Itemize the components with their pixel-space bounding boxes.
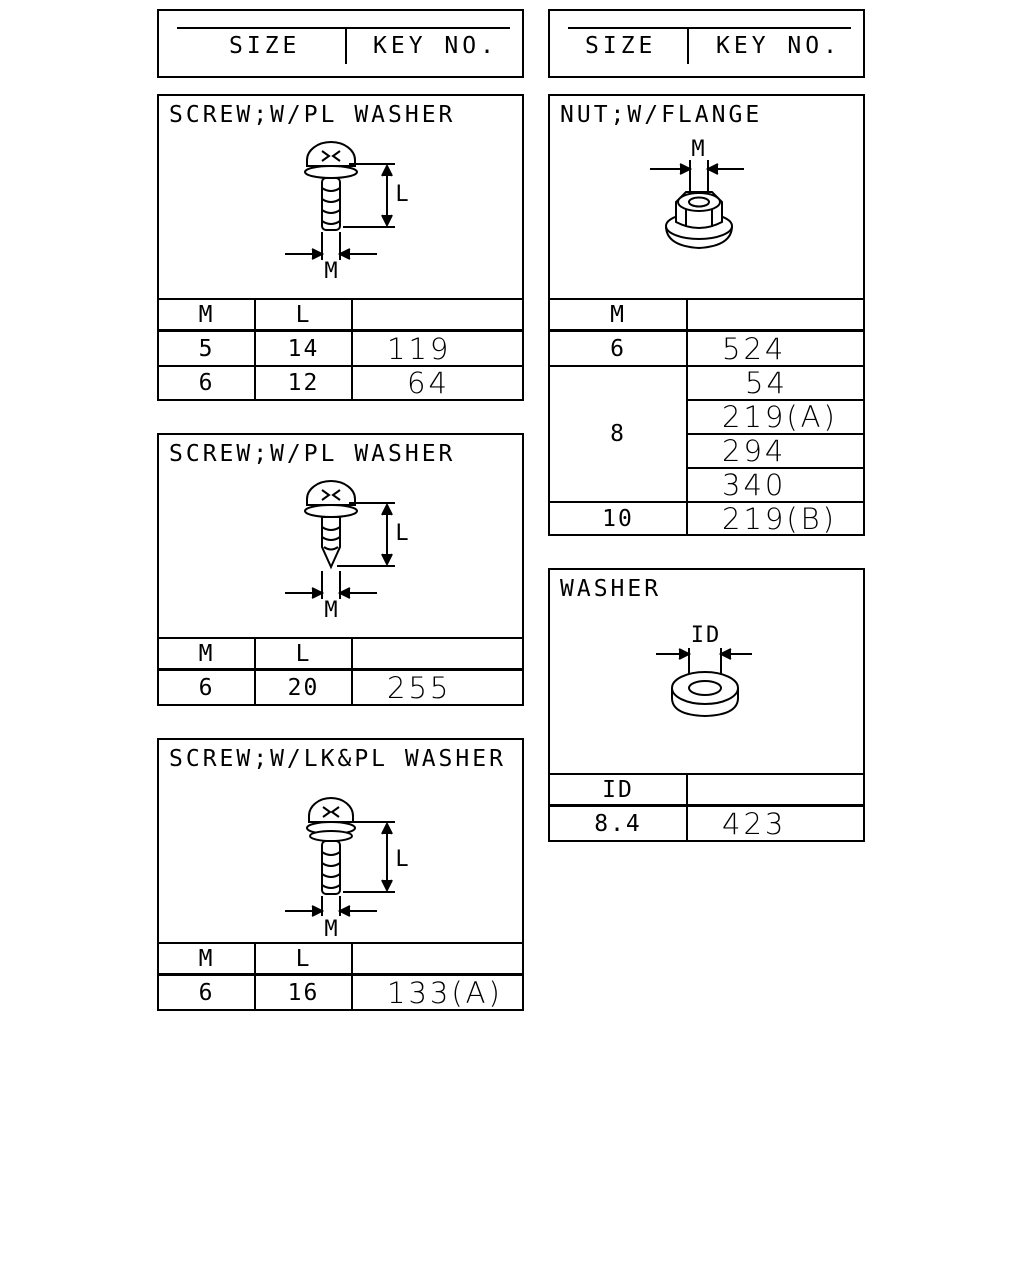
- table-cell-m: 6: [198, 979, 215, 1006]
- dim-m-label: M: [324, 916, 340, 942]
- table-rule: [159, 298, 522, 300]
- key-number: 219(B): [722, 501, 837, 536]
- table-rule: [159, 942, 522, 944]
- table-cell-l: 12: [287, 370, 320, 396]
- table-rule: [159, 973, 522, 976]
- table-cell-m: 6: [198, 674, 215, 701]
- dim-m-label: M: [324, 597, 340, 623]
- col-m-header: M: [610, 302, 626, 328]
- column-divider: [351, 298, 353, 399]
- table-rule: [550, 365, 863, 367]
- key-number: 133(A): [387, 975, 503, 1010]
- table-rule: [688, 433, 863, 435]
- table-rule: [159, 668, 522, 671]
- column-divider: [351, 942, 353, 1009]
- col-m-header: M: [198, 641, 215, 667]
- panel-title: SCREW;W/LK&PL WASHER: [169, 746, 506, 772]
- column-divider: [254, 298, 256, 399]
- key-number: 119: [387, 331, 452, 366]
- col-l-header: L: [295, 946, 312, 972]
- washer-panel: WASHER ID ID 8.4 423: [548, 568, 865, 842]
- screw-diagram: [285, 141, 395, 260]
- right-header-box: SIZE KEY NO.: [548, 9, 865, 78]
- column-divider: [686, 773, 688, 840]
- table-rule: [159, 637, 522, 639]
- col-id-header: ID: [602, 777, 634, 803]
- col-m-header: M: [198, 302, 215, 328]
- screw-diagram: [285, 797, 395, 917]
- panel-title: SCREW;W/PL WASHER: [169, 102, 456, 128]
- screw-lk-pl-washer-panel: SCREW;W/LK&PL WASHER L M M L 6 16 133(A): [157, 738, 524, 1011]
- key-number: 255: [387, 670, 452, 705]
- table-rule: [550, 773, 863, 775]
- table-rule: [159, 329, 522, 332]
- dim-m-label: M: [691, 136, 707, 162]
- panel-title: SCREW;W/PL WASHER: [169, 441, 456, 467]
- nut-diagram: [650, 160, 744, 250]
- panel-title: WASHER: [560, 576, 662, 602]
- table-cell-m: 5: [198, 335, 215, 362]
- panel-title: NUT;W/FLANGE: [560, 102, 763, 128]
- size-header: SIZE: [585, 33, 657, 59]
- table-rule: [550, 298, 863, 300]
- size-header: SIZE: [229, 33, 301, 59]
- header-rule: [177, 27, 510, 29]
- table-rule: [550, 804, 863, 807]
- table-rule: [550, 329, 863, 332]
- table-cell-l: 14: [287, 335, 320, 362]
- left-header-box: SIZE KEY NO.: [157, 9, 524, 78]
- key-number: 64: [407, 366, 450, 400]
- col-l-header: L: [295, 302, 312, 328]
- table-rule: [688, 399, 863, 401]
- screw-pl-washer-panel-2: SCREW;W/PL WASHER L M M L 6 20 255: [157, 433, 524, 706]
- table-rule: [688, 467, 863, 469]
- column-divider: [686, 298, 688, 534]
- table-cell-l: 16: [287, 979, 320, 1006]
- header-divider: [345, 27, 347, 64]
- dim-l-label: L: [395, 520, 411, 546]
- screw-diagram: [285, 480, 395, 599]
- key-no-header: KEY NO.: [716, 33, 841, 59]
- table-cell-m: 6: [610, 335, 626, 362]
- table-cell-m: 8: [610, 421, 626, 447]
- table-cell-m: 10: [602, 505, 634, 532]
- key-no-header: KEY NO.: [373, 33, 498, 59]
- dim-id-label: ID: [690, 622, 722, 648]
- dim-l-label: L: [395, 846, 411, 872]
- key-number: 219(A): [722, 400, 838, 434]
- header-rule: [568, 27, 851, 29]
- table-rule: [550, 501, 863, 503]
- screw-pl-washer-panel-1: SCREW;W/PL WASHER L M M L 5 14 119 6 12 …: [157, 94, 524, 401]
- col-m-header: M: [198, 946, 215, 972]
- key-number: 340: [722, 468, 787, 502]
- table-cell-l: 20: [287, 674, 320, 701]
- table-rule: [159, 365, 522, 367]
- header-divider: [687, 27, 689, 64]
- dim-l-label: L: [395, 181, 411, 207]
- table-cell-id: 8.4: [594, 810, 642, 837]
- column-divider: [254, 942, 256, 1009]
- dim-m-label: M: [324, 258, 340, 284]
- column-divider: [254, 637, 256, 704]
- key-number: 524: [722, 331, 787, 366]
- col-l-header: L: [295, 641, 312, 667]
- table-cell-m: 6: [198, 370, 215, 396]
- column-divider: [351, 637, 353, 704]
- key-number: 294: [722, 434, 787, 468]
- washer-diagram: [656, 648, 752, 718]
- key-number: 54: [745, 366, 788, 400]
- key-number: 423: [722, 806, 787, 841]
- nut-flange-panel: NUT;W/FLANGE M M 6 524 8 54 219(A) 294 3…: [548, 94, 865, 536]
